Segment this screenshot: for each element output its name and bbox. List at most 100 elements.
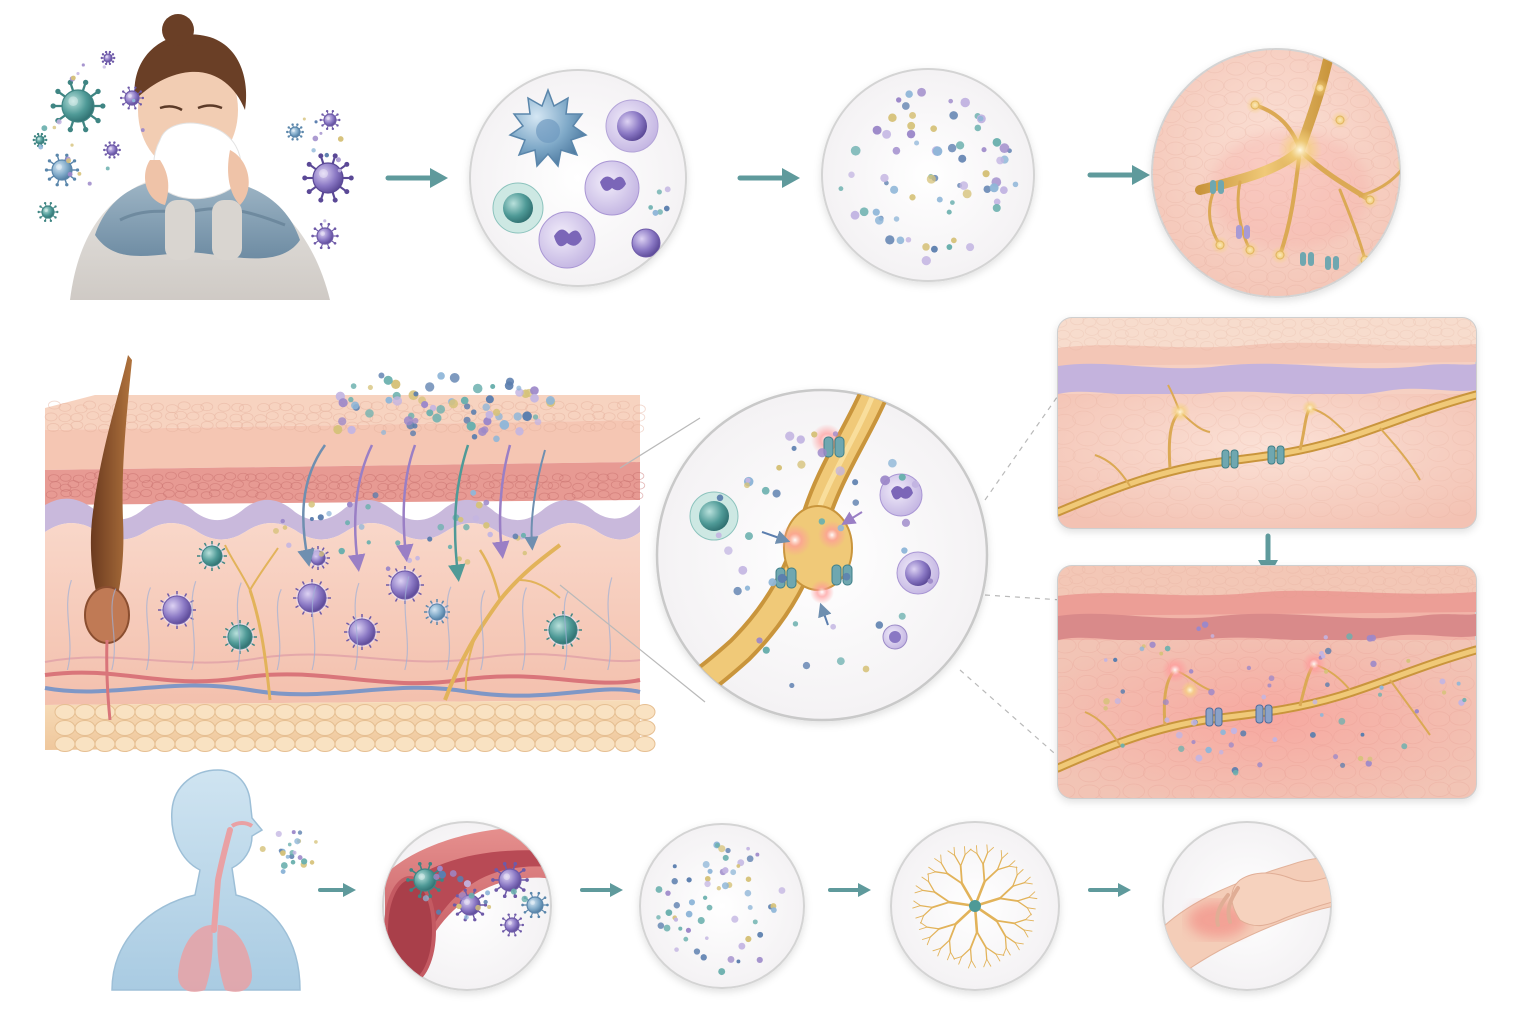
cytokine-particle: [482, 403, 491, 411]
cytokine-particle: [1120, 689, 1126, 694]
cytokine-particle: [917, 87, 926, 97]
cytokine-particle: [921, 255, 931, 266]
cytokine-particle: [530, 386, 539, 395]
cytokine-particle: [1321, 654, 1326, 659]
cytokine-particle: [885, 235, 895, 245]
arrow-right-icon: [828, 883, 871, 897]
cytokine-particle: [724, 546, 733, 555]
cytokine-particle: [768, 578, 777, 587]
cytokine-particle: [105, 166, 110, 171]
cytokine-particle: [297, 855, 303, 861]
cytokine-particle: [901, 518, 910, 527]
cytokine-particle: [1377, 692, 1383, 697]
cytokine-particle: [665, 909, 673, 917]
cytokine-particle: [532, 414, 539, 420]
cytokine-particle: [1324, 669, 1329, 674]
ion-channel-icon: [1267, 445, 1285, 465]
cytokine-particle: [337, 168, 342, 173]
cytokine-particle: [772, 489, 781, 498]
cytokine-particle: [515, 427, 524, 436]
cytokine-particle: [71, 75, 76, 81]
cytokine-particle: [493, 435, 500, 443]
cytokine-particle: [1357, 755, 1364, 762]
virus-icon: [103, 141, 121, 159]
cytokine-particle: [657, 922, 665, 929]
cytokine-particle: [372, 492, 379, 499]
immune-cell-icon: [293, 579, 331, 617]
cytokine-particle: [657, 209, 663, 215]
cytokine-particle: [892, 146, 901, 155]
cytokine-particle: [520, 532, 527, 538]
virus-icon: [50, 79, 106, 133]
cytokine-particle: [385, 396, 393, 404]
cytokine-particle: [755, 852, 760, 857]
cytokine-particle: [1191, 739, 1196, 745]
cytokine-particle: [403, 416, 414, 426]
cytokine-particle: [1246, 665, 1252, 671]
cytokine-particles-circle: [821, 68, 1035, 282]
cytokine-particle: [776, 464, 783, 471]
virus-icon: [37, 201, 59, 223]
cytokine-particle: [950, 200, 955, 205]
cytokine-particle: [1367, 756, 1373, 762]
cytokine-particle: [458, 892, 467, 901]
cytokine-particle: [862, 665, 870, 673]
cytokine-particle: [716, 494, 724, 502]
cytokine-particle: [704, 936, 709, 940]
cytokine-particle: [922, 243, 930, 251]
cytokine-particle: [292, 850, 297, 855]
cytokine-particle: [438, 870, 447, 879]
cytokine-particle: [848, 171, 855, 178]
cytokine-particle: [771, 907, 777, 913]
cytokine-particle: [485, 410, 494, 419]
cytokine-particle: [449, 870, 457, 877]
sneezing-person-illustration: [70, 14, 330, 300]
virus-icon: [100, 50, 116, 66]
cytokine-particle: [1162, 699, 1169, 706]
cytokine-particle: [280, 862, 288, 869]
cytokine-particle: [350, 383, 357, 389]
cytokine-particle: [345, 520, 351, 526]
cytokine-particle: [693, 948, 701, 955]
cytokine-particle: [721, 882, 729, 890]
virus-particle-cluster: [32, 50, 354, 250]
cytokine-particle: [1103, 706, 1108, 711]
cytokine-particle: [463, 416, 471, 424]
cytokine-particle: [744, 889, 752, 897]
cytokine-particle: [926, 174, 936, 184]
cytokine-particle: [777, 573, 787, 583]
cytokine-particle: [521, 895, 528, 903]
cytokine-particle: [830, 623, 837, 630]
cytokine-particle: [665, 890, 671, 896]
cytokine-particle: [301, 858, 308, 865]
cytokine-particle: [671, 878, 678, 885]
cytokine-particle: [56, 119, 62, 125]
cytokine-particle: [1208, 688, 1215, 696]
cytokine-particle: [475, 904, 481, 911]
cytokine-particle: [338, 547, 345, 555]
cytokine-particle: [785, 431, 795, 441]
cytokine-particle: [385, 566, 391, 572]
cytokine-particle: [437, 523, 445, 531]
cytokine-particle: [947, 143, 957, 153]
cytokine-particle: [297, 830, 303, 835]
cytokine-particle: [911, 480, 920, 488]
cytokine-particle: [797, 460, 806, 469]
cytokine-particle: [909, 194, 916, 201]
cytokine-particle: [41, 125, 48, 132]
cytokine-particle: [727, 955, 735, 963]
cytokine-particle: [747, 904, 753, 910]
cytokine-particle: [663, 205, 670, 212]
cytokine-particle: [534, 418, 542, 426]
cytokine-particle: [1441, 690, 1447, 695]
cytokine-particle: [850, 145, 861, 156]
cytokine-particle: [1190, 719, 1198, 726]
cytokine-particle: [992, 203, 1001, 212]
cytokine-particle: [725, 847, 731, 854]
immune-cells-circle: [469, 69, 687, 287]
cytokine-particle: [1456, 681, 1461, 686]
cytokine-particle: [880, 173, 889, 183]
cytokine-particle: [463, 523, 470, 531]
immune-cell-icon: [344, 614, 380, 650]
